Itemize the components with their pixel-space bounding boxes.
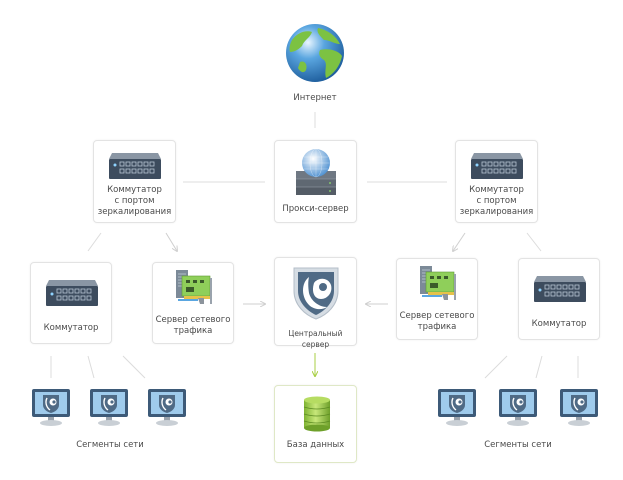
traffic-server-right-label: Сервер сетевого трафика bbox=[397, 311, 477, 333]
label-line: трафика bbox=[173, 326, 213, 336]
shield-logo-icon bbox=[291, 265, 341, 325]
network-card-icon bbox=[418, 264, 460, 308]
traffic-server-left-node[interactable]: Сервер сетевого трафика bbox=[152, 262, 234, 344]
traffic-server-left-label: Сервер сетевого трафика bbox=[153, 315, 233, 337]
network-switch-icon bbox=[108, 151, 162, 185]
label-line: Сервер сетевого bbox=[155, 315, 231, 325]
monitor-icon bbox=[89, 388, 129, 432]
mirror-switch-right-node[interactable]: Коммутатор с портом зеркалирования bbox=[455, 140, 538, 223]
line-switch-right-seg2 bbox=[535, 355, 543, 379]
mirror-switch-right-label: Коммутатор с портом зеркалирования bbox=[456, 185, 537, 218]
line-switch-right-seg1 bbox=[484, 355, 508, 379]
line-mirror-left-traffic bbox=[165, 232, 177, 251]
switch-left-label: Коммутатор bbox=[43, 323, 99, 333]
network-switch-icon bbox=[470, 151, 524, 185]
line-mirror-right-switch bbox=[526, 232, 542, 252]
monitor-icon bbox=[498, 388, 538, 432]
database-icon bbox=[303, 396, 331, 436]
proxy-server-icon bbox=[292, 147, 340, 203]
globe-icon bbox=[284, 22, 346, 84]
monitor-icon bbox=[31, 388, 71, 432]
traffic-server-right-node[interactable]: Сервер сетевого трафика bbox=[396, 258, 478, 340]
switch-right-label: Коммутатор bbox=[531, 319, 587, 329]
central-server-label: Центральный сервер bbox=[288, 329, 343, 349]
mirror-switch-left-node[interactable]: Коммутатор с портом зеркалирования bbox=[93, 140, 176, 223]
switch-left-node[interactable]: Коммутатор bbox=[30, 262, 112, 344]
label-line: Коммутатор bbox=[469, 185, 524, 195]
monitor-icon bbox=[147, 388, 187, 432]
network-switch-icon bbox=[533, 274, 587, 308]
monitor-icon bbox=[559, 388, 599, 432]
network-switch-icon bbox=[45, 278, 99, 312]
switch-right-node[interactable]: Коммутатор bbox=[518, 258, 600, 340]
internet-label: Интернет bbox=[293, 93, 337, 103]
monitor-icon bbox=[437, 388, 477, 432]
database-label: База данных bbox=[286, 440, 345, 450]
segments-left-label: Сегменты сети bbox=[76, 440, 144, 450]
label-line: трафика bbox=[417, 322, 457, 332]
line-mirror-right-traffic bbox=[453, 232, 466, 251]
network-card-icon bbox=[174, 268, 216, 312]
proxy-server-label: Прокси-сервер bbox=[282, 204, 349, 214]
central-server-node[interactable]: Центральный сервер bbox=[274, 257, 357, 349]
database-node[interactable]: База данных bbox=[274, 385, 357, 463]
label-line: Сервер сетевого bbox=[399, 311, 475, 321]
label-line: зеркалирования bbox=[459, 207, 534, 217]
label-line: зеркалирования bbox=[97, 207, 172, 217]
label-line: с портом bbox=[476, 196, 517, 206]
mirror-switch-left-label: Коммутатор с портом зеркалирования bbox=[94, 185, 175, 218]
line-switch-left-seg2 bbox=[87, 355, 95, 379]
label-line: с портом bbox=[114, 196, 155, 206]
label-line: Коммутатор bbox=[107, 185, 162, 195]
proxy-server-node[interactable]: Прокси-сервер bbox=[274, 140, 357, 223]
line-mirror-left-switch bbox=[87, 232, 102, 252]
segments-right-label: Сегменты сети bbox=[484, 440, 552, 450]
line-switch-left-seg3 bbox=[122, 355, 146, 379]
